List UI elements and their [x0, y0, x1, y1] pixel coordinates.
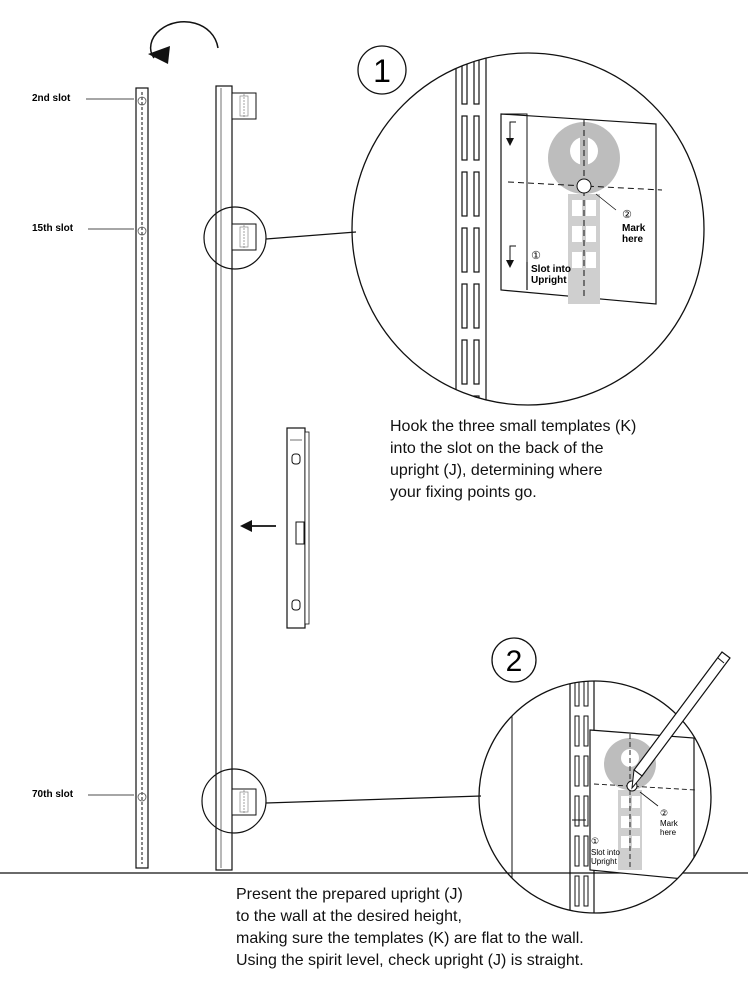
caption-line: Hook the three small templates (K): [390, 418, 637, 435]
rotate-arrow-icon: [148, 21, 219, 64]
mark-here-number-2: ②: [660, 809, 668, 819]
slot-into-line2-1: Upright: [531, 275, 567, 286]
step-number-1: 1: [373, 53, 391, 89]
detail-view-2: 2 ② Mark here ① Slot into Upright: [478, 637, 731, 914]
caption-line: into the slot on the back of the: [390, 440, 604, 457]
label-2nd-slot: 2nd slot: [32, 93, 71, 104]
slot-into-line1-1: Slot into: [531, 264, 571, 275]
mark-here-line2-2: here: [660, 828, 677, 837]
slot-into-line1-2: Slot into: [591, 848, 620, 857]
step-2-caption: Present the prepared upright (J) to the …: [236, 884, 746, 972]
slot-into-line2-2: Upright: [591, 857, 618, 866]
caption-line: to the wall at the desired height,: [236, 908, 462, 925]
caption-line: Using the spirit level, check upright (J…: [236, 952, 584, 969]
slot-into-number-1: ①: [531, 249, 541, 262]
mark-here-line1-1: Mark: [622, 223, 646, 234]
mark-here-line2-1: here: [622, 234, 644, 245]
mark-here-number-1: ②: [622, 208, 632, 221]
label-70th-slot: 70th slot: [32, 789, 74, 800]
spirit-level: [286, 427, 310, 629]
pencil-icon: [631, 651, 731, 790]
caption-line: Present the prepared upright (J): [236, 886, 463, 903]
caption-line: making sure the templates (K) are flat t…: [236, 930, 584, 947]
mark-here-line1-2: Mark: [660, 819, 679, 828]
template-middle: [231, 223, 257, 251]
slot-into-number-2: ①: [591, 837, 599, 847]
template-bottom: [231, 788, 257, 816]
template-top: [231, 92, 257, 120]
upright-front-view: [215, 85, 233, 871]
zoom-marker-1: [203, 206, 267, 270]
detail-view-1: 1 ② Mark here ① Slot into Upright: [351, 45, 705, 406]
step-number-2: 2: [506, 645, 523, 678]
step-1-caption: Hook the three small templates (K) into …: [390, 416, 720, 504]
label-15th-slot: 15th slot: [32, 223, 74, 234]
caption-line: upright (J), determining where: [390, 462, 603, 479]
caption-line: your fixing points go.: [390, 484, 537, 501]
zoom-marker-2: [201, 768, 267, 834]
upright-back-view: [135, 87, 149, 869]
arrow-left-icon: [240, 520, 276, 532]
